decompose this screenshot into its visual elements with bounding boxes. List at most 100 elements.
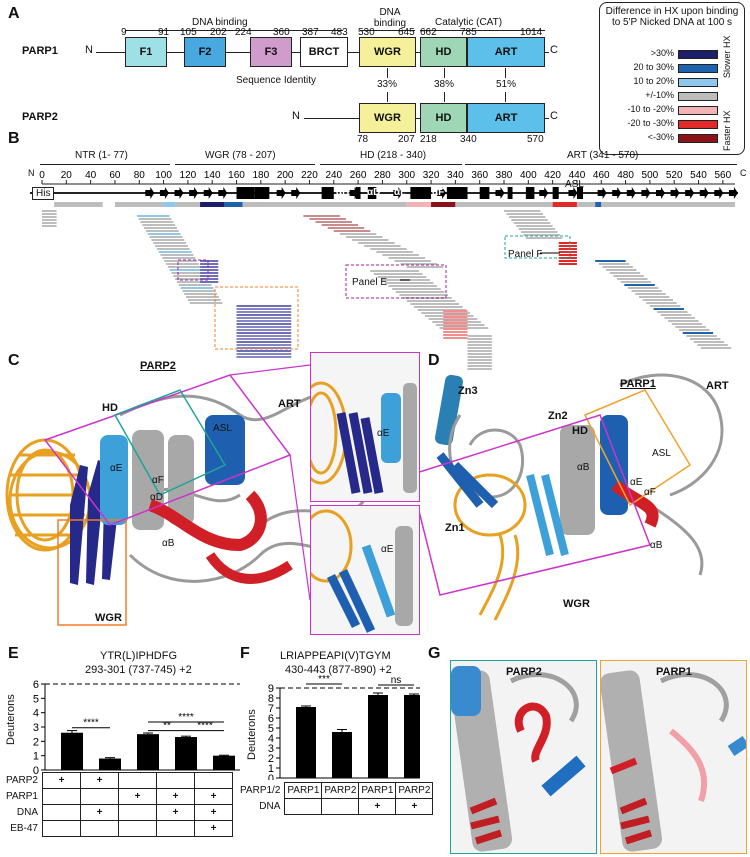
e-cell-1-2: +	[118, 788, 157, 805]
f-chart-ytick-label-4: 4	[268, 733, 274, 745]
b-peptide-124	[558, 248, 577, 250]
b-coverage-5	[175, 202, 201, 207]
b-peptide-121	[467, 368, 492, 370]
b-coverage-14	[576, 202, 596, 207]
c-ab-label: αB	[162, 538, 175, 549]
b-peptide-4	[42, 222, 57, 224]
b-peptide-154	[646, 302, 677, 304]
domain-f3: F3	[250, 37, 292, 67]
e-chart-bar-1	[99, 758, 121, 770]
e-sig-3: ****	[197, 721, 213, 732]
b-peptide-48	[236, 317, 292, 319]
b-peptide-151	[635, 293, 666, 295]
b-tick-label-14: 280	[374, 170, 391, 181]
b-peptide-84	[384, 282, 434, 284]
parp1-structure	[420, 373, 724, 621]
b-peptide-26	[173, 275, 207, 277]
b-tick-label-18: 360	[471, 170, 488, 181]
c-wgr-label: WGR	[95, 612, 122, 624]
b-peptide-29	[178, 284, 212, 286]
b-helix-6	[446, 187, 468, 199]
dna-binding-label: DNA binding	[192, 17, 248, 28]
b-coverage-13	[552, 202, 577, 207]
b-tick-label-2: 40	[85, 170, 97, 181]
e-row-label-2: DNA	[16, 807, 38, 818]
domain-art: ART	[467, 37, 545, 67]
b-peptide-93	[417, 309, 467, 311]
b-peptide-37	[200, 263, 219, 265]
b-peptide-87	[395, 291, 445, 293]
b-peptide-80	[370, 270, 419, 272]
b-strand-325	[437, 187, 447, 199]
g-parp2-label: PARP2	[506, 666, 542, 678]
legend-swatch-1	[678, 64, 718, 73]
e-cell-3-1	[80, 820, 119, 837]
b-box-teal	[504, 235, 571, 259]
e-cell-2-4: +	[194, 804, 233, 821]
e-cell-0-2	[118, 772, 157, 789]
b-peptide-125	[558, 251, 577, 253]
b-peptide-20	[162, 257, 196, 259]
panel-label-d: D	[428, 352, 440, 369]
legend-swatch-3	[678, 92, 718, 101]
b-strand-145	[218, 187, 228, 199]
b-strand-553	[714, 187, 724, 199]
b-peptide-146	[617, 278, 648, 280]
e-cell-0-4	[194, 772, 233, 789]
parp2-label: PARP2	[22, 111, 58, 123]
e-cell-1-4: +	[194, 788, 233, 805]
g-parp2-closeup: PARP2	[450, 660, 597, 854]
p2-num-218: 218	[420, 134, 437, 145]
b-strand-409	[539, 187, 549, 199]
e-cell-1-1	[80, 788, 119, 805]
f-cell-3: PARP1	[358, 782, 397, 799]
b-strand-505	[655, 187, 665, 199]
e-cell-2-3: +	[156, 804, 195, 821]
b-peptide-67	[333, 230, 371, 232]
b-peptide-157	[657, 311, 688, 313]
f-sig-0: ***	[318, 674, 330, 685]
b-tick-label-24: 480	[617, 170, 634, 181]
d-art-label: ART	[706, 380, 729, 392]
c-ad-label: αD	[150, 492, 164, 503]
legend-label-4: -10 to -20%	[627, 104, 674, 114]
b-peptide-13	[149, 236, 183, 238]
identity-wgr: 33%	[377, 79, 398, 90]
b-tick-label-12: 240	[325, 170, 342, 181]
f-dna-2	[321, 798, 360, 815]
b-peptide-9	[142, 224, 176, 226]
b-tick-label-3: 60	[109, 170, 121, 181]
panel-e-callout: Panel E	[352, 277, 388, 288]
b-tick-label-10: 200	[277, 170, 294, 181]
panel-f-callout: Panel F	[508, 249, 543, 260]
inset-ae-label: αE	[377, 428, 390, 439]
b-peptide-116	[467, 353, 492, 355]
b-peptide-160	[668, 320, 699, 322]
b-helix-9	[525, 187, 535, 199]
legend-label-6: <-30%	[647, 132, 674, 142]
e-condition-table: PARP2++PARP1+++DNA+++EB-47+	[0, 772, 233, 837]
e-row-label-1: PARP1	[5, 791, 38, 802]
b-peptide-114	[467, 347, 492, 349]
dna-binding-label-2: DNA binding	[373, 7, 407, 29]
domain-wgr: WGR	[359, 37, 416, 67]
b-peptide-33	[186, 296, 219, 298]
b-peptide-53	[236, 332, 292, 334]
b-coverage-16	[601, 202, 735, 207]
inset-bottom: αE	[310, 505, 420, 635]
b-peptide-17	[156, 248, 190, 250]
b-tick-label-6: 120	[180, 170, 197, 181]
b-peptide-147	[620, 281, 652, 283]
b-peptide-138	[523, 234, 560, 236]
b-peptide-101	[443, 313, 468, 315]
axis-c: C	[740, 168, 747, 178]
b-peptide-143	[606, 269, 637, 271]
f-chart-ytick-label-3: 3	[268, 743, 274, 755]
g-parp1-closeup: PARP1	[600, 660, 747, 854]
e-chart-ytick-label-6: 6	[33, 679, 39, 691]
b-peptide-10	[144, 227, 177, 229]
b-peptide-78	[400, 263, 438, 265]
d-ab-label: αB	[577, 462, 590, 473]
b-peptide-81	[373, 273, 423, 275]
